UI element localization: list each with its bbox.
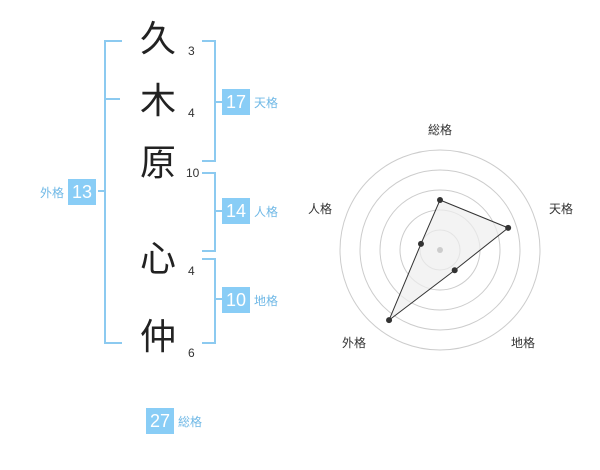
soukaku-label: 総格 — [178, 414, 203, 429]
soukaku-badge: 27 総格 — [146, 408, 206, 434]
stroke-count-1: 3 — [188, 44, 195, 58]
jinkaku-badge: 14 人格 — [222, 198, 282, 224]
name-char-4: 心 — [140, 239, 177, 280]
tenkaku-connector — [214, 101, 222, 103]
radar-axis-label-chikaku: 地格 — [511, 335, 535, 350]
gaikaku-value: 13 — [68, 179, 97, 205]
name-char-1: 久 — [140, 19, 177, 60]
radar-point-0 — [437, 197, 443, 203]
jinkaku-label: 人格 — [254, 204, 279, 219]
name-char-3: 原 — [140, 143, 177, 184]
radar-axis-label-tenkaku: 天格 — [549, 201, 573, 216]
radar-point-3 — [386, 317, 393, 324]
jinkaku-value: 14 — [222, 198, 251, 224]
radar-ring-4 — [359, 169, 521, 331]
stroke-count-5: 6 — [188, 346, 195, 360]
radar-value-polygon — [387, 199, 510, 322]
jinkaku-bracket — [202, 172, 216, 252]
gaikaku-bracket — [104, 40, 122, 344]
radar-point-2 — [451, 267, 458, 274]
tenkaku-value: 17 — [222, 89, 251, 115]
soukaku-value: 27 — [146, 408, 175, 434]
chikaku-value: 10 — [222, 287, 251, 313]
radar-ring-3 — [379, 189, 501, 311]
gaikaku-bracket-tick-top — [104, 98, 120, 100]
chikaku-connector — [214, 298, 222, 300]
radar-axis-label-gaikaku: 外格 — [342, 335, 366, 350]
radar-point-4 — [417, 240, 424, 247]
stroke-count-2: 4 — [188, 106, 195, 120]
chikaku-badge: 10 地格 — [222, 287, 282, 313]
radar-ring-5 — [339, 149, 541, 351]
name-char-5: 仲 — [140, 317, 177, 358]
radar-axis-label-jinkaku: 人格 — [308, 201, 332, 216]
tenkaku-label: 天格 — [254, 95, 279, 110]
chikaku-bracket — [202, 258, 216, 344]
stroke-count-3: 10 — [186, 166, 200, 180]
radar-points — [386, 197, 512, 324]
gaikaku-label: 外格 — [40, 185, 65, 200]
radar-axis-label-soukaku: 総格 — [428, 122, 452, 137]
gaikaku-badge: 外格 13 — [36, 179, 97, 205]
chikaku-label: 地格 — [254, 293, 279, 308]
name-char-2: 木 — [140, 81, 177, 122]
radar-center-dot — [437, 247, 443, 253]
stroke-count-4: 4 — [188, 264, 195, 278]
jinkaku-connector — [214, 210, 222, 212]
tenkaku-badge: 17 天格 — [222, 89, 282, 115]
radar-point-1 — [505, 224, 512, 231]
gaikaku-connector — [98, 190, 104, 192]
